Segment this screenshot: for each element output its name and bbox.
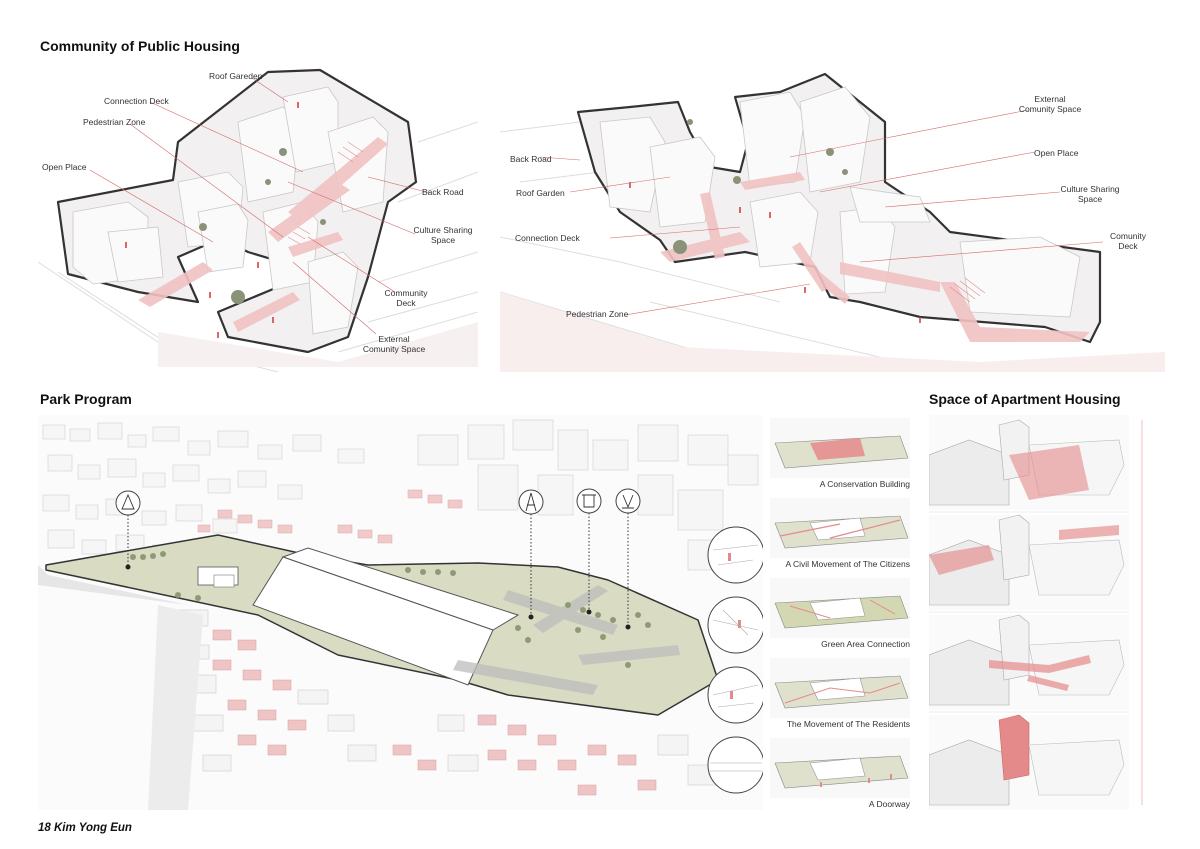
- step-caption: The Movement of The Residents: [786, 719, 910, 729]
- label-r-community-deck-1: Comunity: [1110, 231, 1146, 241]
- label-back-road: Back Road: [422, 187, 464, 197]
- label-community-deck-2: Deck: [396, 298, 416, 308]
- step-caption: A Doorway: [868, 799, 910, 809]
- label-r-connection-deck: Connection Deck: [515, 233, 580, 243]
- label-r-roof-garden: Roof Garden: [516, 188, 565, 198]
- community-left-diagram: Roof Gareden Connection Deck Pedestrian …: [38, 62, 478, 372]
- label-pedestrian-zone: Pedestrian Zone: [83, 117, 146, 127]
- label-culture-sharing-2: Space: [430, 235, 456, 245]
- park-step-item: A Conservation Building: [770, 418, 910, 494]
- step-caption: A Conservation Building: [819, 479, 910, 489]
- page-footer: 18 Kim Yong Eun: [38, 822, 132, 834]
- step-caption: A Civil Movement of The Citizens: [785, 559, 910, 569]
- label-r-back-road: Back Road: [510, 154, 552, 164]
- park-step-item: Green Area Connection: [770, 578, 910, 654]
- label-r-external-1: External: [1034, 94, 1066, 104]
- community-right-diagram: External Comunity Space Back Road Open P…: [500, 62, 1165, 372]
- label-r-open-place: Open Place: [1034, 148, 1079, 158]
- label-connection-deck: Connection Deck: [104, 96, 169, 106]
- label-r-pedestrian-zone: Pedestrian Zone: [566, 309, 629, 319]
- label-roof-garden: Roof Gareden: [209, 71, 263, 81]
- label-r-community-deck-2: Deck: [1118, 241, 1138, 251]
- park-step-item: A Doorway: [770, 738, 910, 813]
- park-step-item: The Movement of The Residents: [770, 658, 910, 734]
- apartment-frame: [929, 415, 1129, 810]
- label-r-culture-sharing-1: Culture Sharing: [1060, 184, 1120, 194]
- label-community-deck-1: Community: [384, 288, 428, 298]
- label-r-external-2: Comunity Space: [1018, 104, 1082, 114]
- park-title: Park Program: [40, 391, 132, 407]
- park-program-map: [38, 415, 763, 810]
- label-external-2: Comunity Space: [362, 344, 426, 354]
- step-caption: Green Area Connection: [821, 639, 910, 649]
- label-culture-sharing-1: Culture Sharing: [413, 225, 473, 235]
- community-title: Community of Public Housing: [40, 38, 240, 54]
- apartment-diagram-stack: [929, 415, 1159, 810]
- park-step-item: A Civil Movement of The Citizens: [770, 498, 910, 574]
- park-step-list: A Conservation Building A Civil Movement…: [770, 418, 910, 813]
- label-open-place: Open Place: [42, 162, 87, 172]
- label-external-1: External: [378, 334, 410, 344]
- label-r-culture-sharing-2: Space: [1077, 194, 1103, 204]
- apartment-title: Space of Apartment Housing: [929, 391, 1121, 407]
